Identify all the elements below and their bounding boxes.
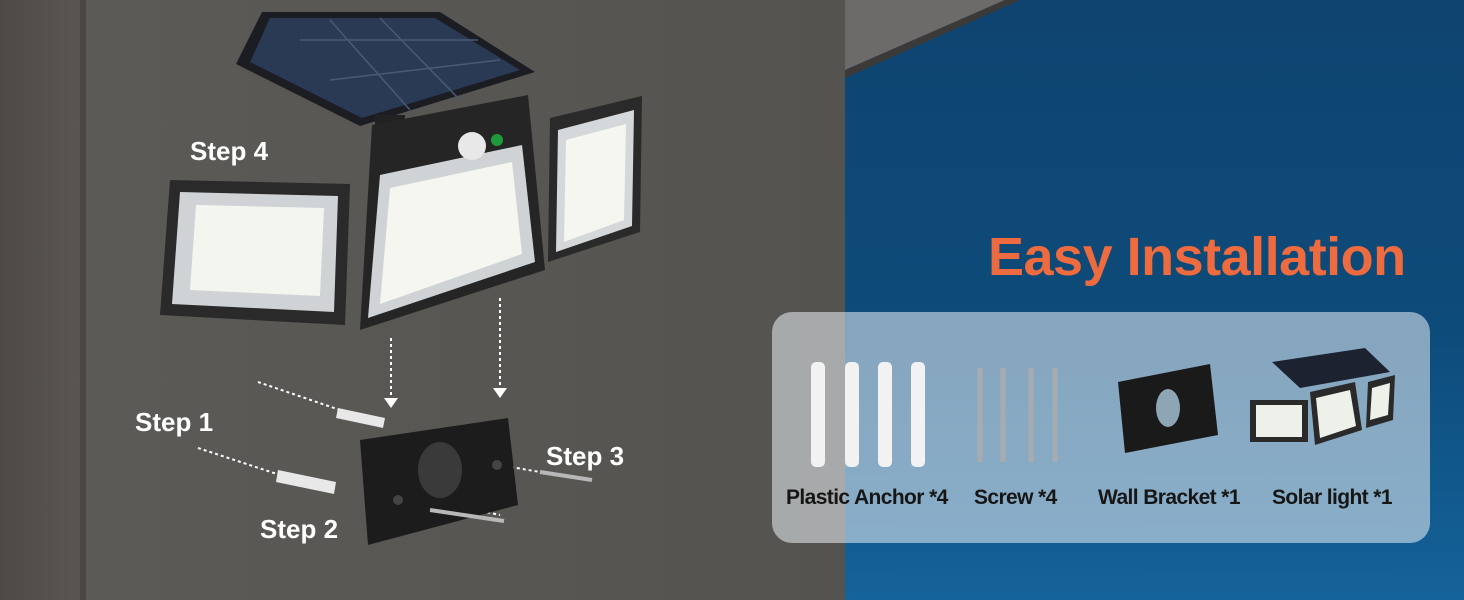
bracket-icon — [1118, 364, 1218, 453]
center-light-head — [360, 95, 545, 330]
item-label-screw: Screw *4 — [974, 486, 1057, 509]
right-light-head — [548, 96, 642, 262]
step-2-label: Step 2 — [260, 514, 339, 544]
item-label-wall-bracket: Wall Bracket *1 — [1098, 486, 1241, 509]
step-3-label: Step 3 — [546, 441, 625, 471]
product-illustration — [160, 12, 642, 545]
item-label-plastic-anchor: Plastic Anchor *4 — [786, 486, 948, 509]
screws — [429, 470, 593, 523]
wall-edge — [80, 0, 86, 600]
item-label-solar-light: Solar light *1 — [1272, 486, 1393, 509]
step-1-label: Step 1 — [135, 407, 214, 437]
wall-anchors — [276, 408, 385, 494]
step-4-label: Step 4 — [190, 136, 269, 166]
screw-icons — [977, 368, 1058, 462]
solar-panel — [236, 12, 535, 145]
heading: Easy Installation — [988, 227, 1406, 287]
solar-light-icon — [1250, 348, 1395, 445]
plastic-anchor-icons — [811, 362, 925, 467]
roof-eave — [845, 0, 1020, 78]
left-light-head — [160, 180, 350, 325]
wall-bracket — [360, 418, 518, 545]
